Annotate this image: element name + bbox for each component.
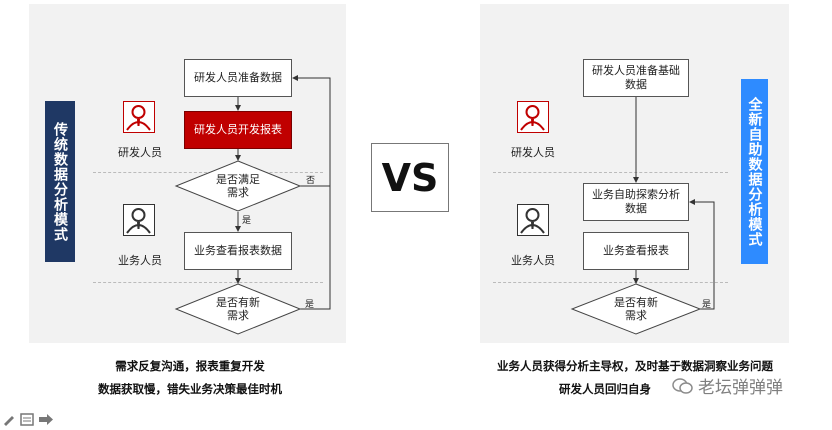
right-step-view-report: 业务查看报表: [583, 232, 689, 270]
right-mode-tag: 全新自助数据分析模式: [741, 79, 768, 264]
left-step-view-report: 业务查看报表数据: [184, 232, 292, 270]
left-decision-1-line2: 需求: [227, 186, 249, 199]
left-mode-tag: 传统数据分析模式: [45, 101, 75, 262]
right-step-2-line2: 数据: [625, 202, 647, 215]
right-step-1-line1: 研发人员准备基础: [592, 64, 680, 77]
left-step-prepare-data: 研发人员准备数据: [184, 59, 292, 97]
watermark: 老坛弹弹弹: [672, 373, 783, 398]
left-role-business: 业务人员: [118, 254, 162, 267]
left-caption-line1: 需求反复沟通，报表重复开发: [115, 359, 265, 373]
left-divider-2: [93, 282, 323, 283]
left-decision-2-line2: 需求: [227, 309, 249, 322]
right-decision-line1: 是否有新: [614, 296, 658, 309]
edge-label-no: 否: [306, 176, 316, 186]
right-edge-label-yes: 是: [702, 300, 712, 310]
watermark-text: 老坛弹弹弹: [698, 378, 783, 398]
business-avatar-icon: [123, 204, 155, 236]
arrow-right-icon[interactable]: [38, 411, 54, 425]
right-divider-1: [493, 172, 728, 173]
left-decision-2: [174, 283, 302, 335]
pencil-icon[interactable]: [2, 411, 16, 426]
edge-label-yes-2: 是: [305, 300, 315, 310]
right-step-1-line2: 数据: [625, 78, 647, 91]
right-divider-2: [493, 282, 728, 283]
left-step-develop-report: 研发人员开发报表: [184, 111, 292, 149]
left-decision-1-text: 是否满足 需求: [198, 173, 278, 199]
left-role-developer: 研发人员: [118, 146, 162, 159]
right-decision-text: 是否有新 需求: [596, 296, 676, 322]
right-step-self-explore: 业务自助探索分析 数据: [583, 183, 689, 221]
footer-toolbar: [2, 411, 54, 426]
right-step-2-line1: 业务自助探索分析: [592, 188, 680, 201]
left-decision-2-line1: 是否有新: [216, 296, 260, 309]
note-icon[interactable]: [20, 411, 34, 426]
left-decision-1: [174, 160, 302, 212]
developer-avatar-icon: [517, 101, 549, 133]
right-step-prepare-base-data: 研发人员准备基础 数据: [583, 59, 689, 97]
edge-label-yes: 是: [242, 216, 252, 226]
right-role-business: 业务人员: [511, 254, 555, 267]
left-caption-line2: 数据获取慢，错失业务决策最佳时机: [98, 382, 282, 396]
wechat-icon: [672, 377, 694, 395]
left-decision-2-text: 是否有新 需求: [198, 296, 278, 322]
right-decision-line2: 需求: [625, 309, 647, 322]
right-decision: [570, 283, 702, 335]
right-role-developer: 研发人员: [511, 146, 555, 159]
vs-label: VS: [371, 143, 449, 212]
left-decision-1-line1: 是否满足: [216, 173, 260, 186]
left-divider-1: [93, 172, 323, 173]
business-avatar-icon: [517, 204, 549, 236]
developer-avatar-icon: [123, 101, 155, 133]
right-caption-line1: 业务人员获得分析主导权，及时基于数据洞察业务问题: [497, 359, 773, 373]
right-caption-line2: 研发人员回归自身: [559, 382, 651, 396]
